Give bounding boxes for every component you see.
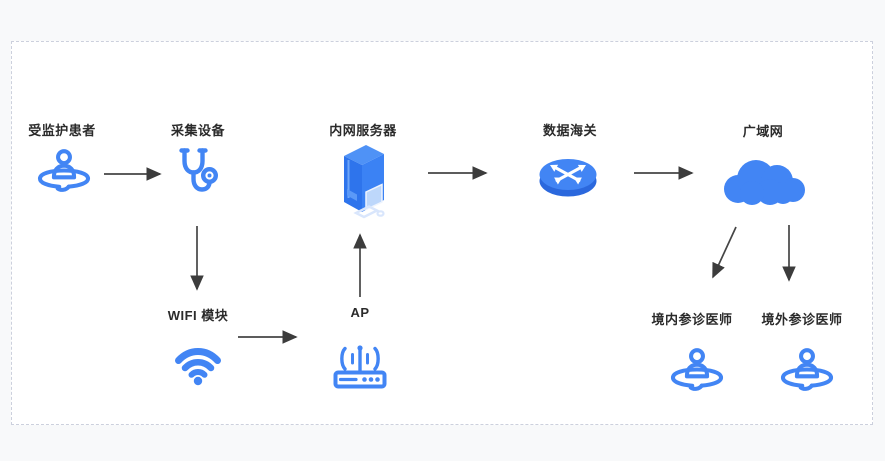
server-icon [331,141,395,225]
label-overseas-doctor: 境外参诊医师 [761,312,843,327]
doctor-icon [670,347,724,397]
wifi-icon [174,346,222,386]
diagram-panel [11,41,873,425]
stethoscope-icon [169,144,225,200]
label-domestic-doctor: 境内参诊医师 [651,312,733,327]
label-data-customs: 数据海关 [542,123,598,138]
router-icon [536,153,600,201]
doctor-icon [780,347,834,397]
cloud-icon [715,147,811,209]
label-collector: 采集设备 [170,123,226,138]
label-wan: 广域网 [742,124,784,139]
label-intranet-server: 内网服务器 [329,123,397,138]
label-ap: AP [350,305,370,320]
patient-icon [37,148,91,198]
label-wifi-module: WIFI 模块 [167,308,229,323]
access-point-icon [332,340,388,390]
label-patient: 受监护患者 [28,123,96,138]
